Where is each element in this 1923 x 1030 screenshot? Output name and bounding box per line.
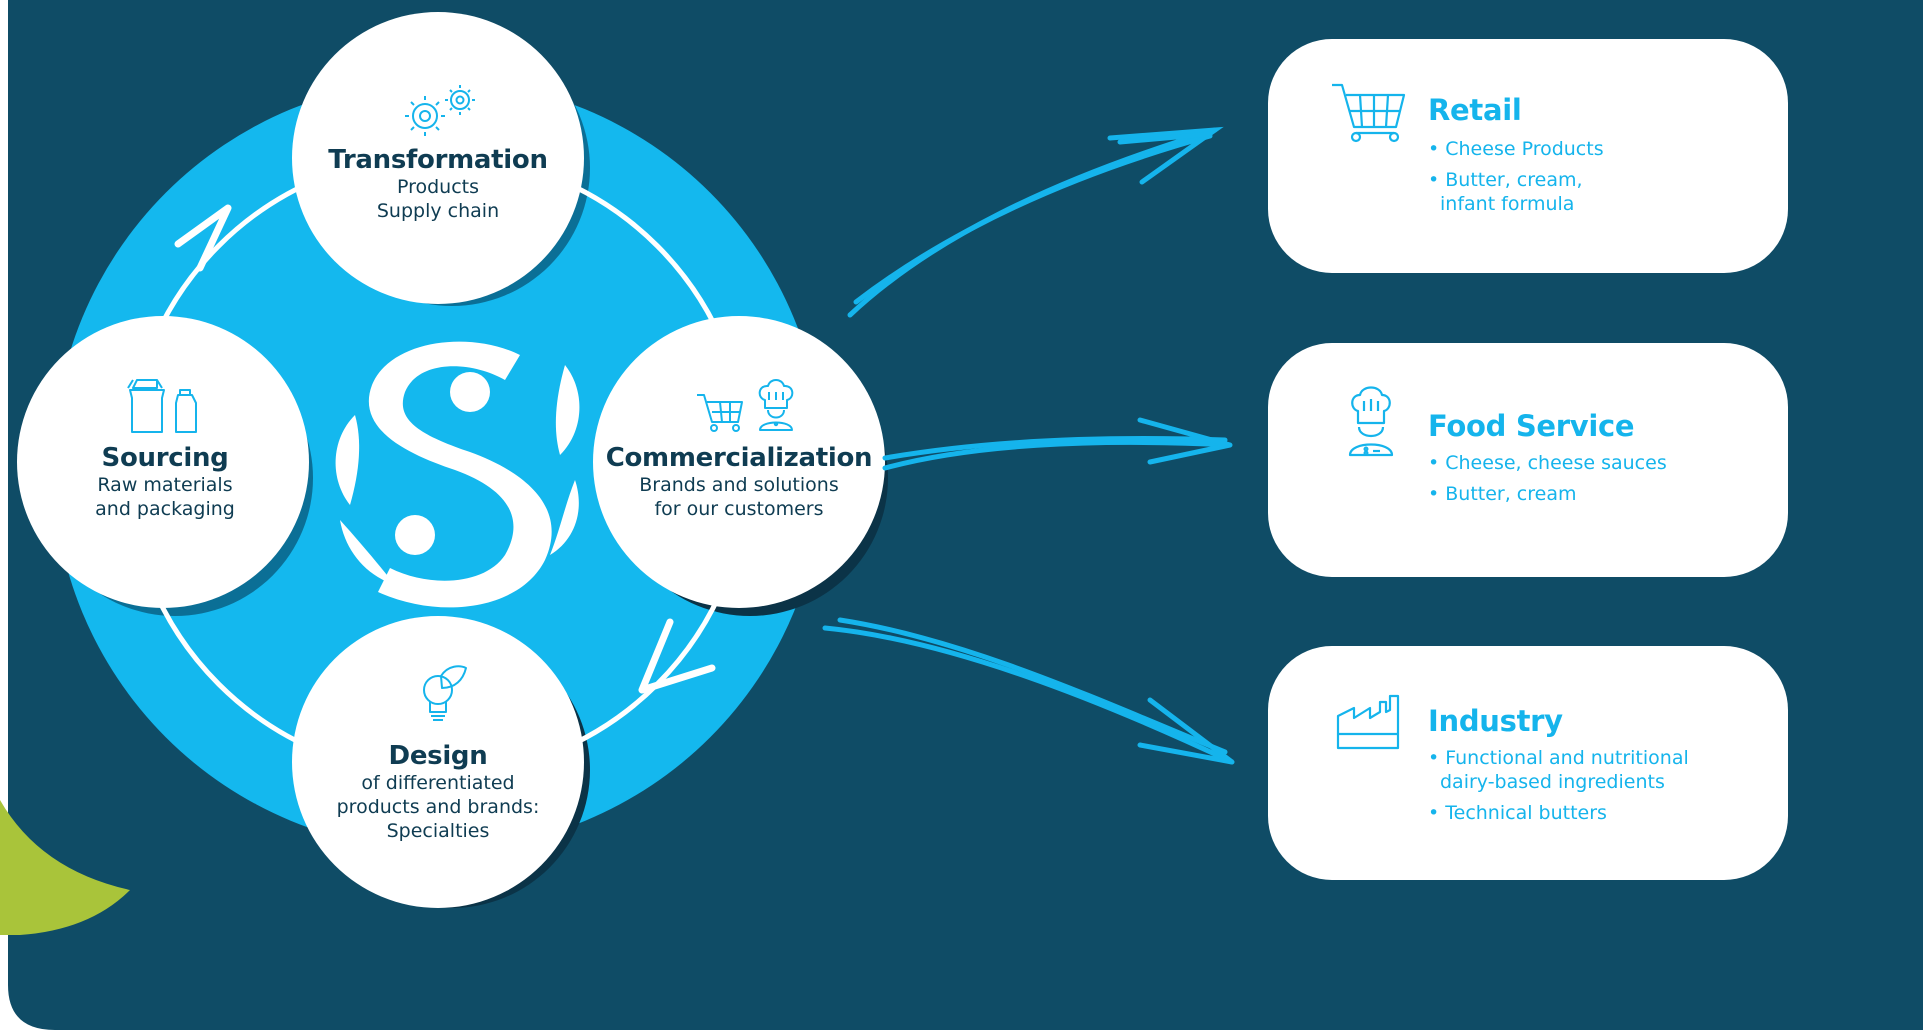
- chef-icon: [1348, 386, 1394, 457]
- sourcing-line-1: Raw materials: [97, 474, 233, 496]
- sourcing-node: Sourcing Raw materials and packaging: [35, 443, 295, 521]
- market-card-industry: Industry Functional and nutritional dair…: [1268, 646, 1788, 880]
- arrow-to-industry: [822, 617, 1235, 765]
- milk-cartons-icon: [127, 379, 197, 433]
- industry-title: Industry: [1428, 704, 1563, 738]
- food-service-title: Food Service: [1428, 409, 1635, 443]
- design-circle: [292, 616, 584, 908]
- cycle-background-circle: [53, 80, 823, 850]
- design-line-1: of differentiated: [361, 772, 515, 794]
- gears-icon: [405, 85, 475, 136]
- food-service-item: Cheese, cheese sauces: [1428, 451, 1668, 475]
- retail-title: Retail: [1428, 93, 1522, 127]
- leaf-shape: [0, 800, 130, 935]
- commercialization-title: Commercialization: [605, 443, 873, 473]
- transformation-title: Transformation: [328, 145, 548, 175]
- design-line-3: Specialties: [386, 820, 490, 842]
- sourcing-title: Sourcing: [101, 443, 229, 473]
- retail-item: Butter, cream, infant formula: [1428, 168, 1628, 216]
- factory-icon: [1336, 694, 1400, 750]
- cart-and-chef-icon: [697, 379, 794, 432]
- retail-item: Cheese Products: [1428, 137, 1628, 161]
- commercialization-node: Commercialization Brands and solutions f…: [601, 443, 877, 521]
- lightbulb-leaf-icon: [423, 665, 467, 721]
- commercialization-circle: [593, 316, 885, 608]
- transformation-line-1: Products: [396, 176, 480, 198]
- transformation-circle: [292, 12, 584, 304]
- design-title: Design: [388, 741, 488, 771]
- transformation-node: Transformation Products Supply chain: [308, 145, 568, 223]
- market-card-food-service: Food Service Cheese, cheese sauces Butte…: [1268, 343, 1788, 577]
- market-card-retail: Retail Cheese Products Butter, cream, in…: [1268, 39, 1788, 273]
- arrow-to-food-service: [882, 417, 1233, 471]
- design-node: Design of differentiated products and br…: [308, 741, 568, 843]
- shopping-cart-icon: [1332, 83, 1406, 143]
- industry-item: Technical butters: [1428, 801, 1698, 825]
- design-line-2: products and brands:: [336, 796, 540, 818]
- arrow-to-retail: [847, 126, 1224, 318]
- transformation-line-2: Supply chain: [376, 200, 500, 222]
- industry-item: Functional and nutritional dairy-based i…: [1428, 746, 1698, 794]
- commercialization-line-2: for our customers: [654, 498, 824, 520]
- commercialization-line-1: Brands and solutions: [639, 474, 839, 496]
- food-service-list: Cheese, cheese sauces Butter, cream: [1428, 451, 1668, 513]
- retail-list: Cheese Products Butter, cream, infant fo…: [1428, 137, 1628, 223]
- cycle-arrowhead-bottom: [638, 618, 716, 694]
- industry-list: Functional and nutritional dairy-based i…: [1428, 746, 1698, 832]
- sourcing-line-2: and packaging: [95, 498, 235, 520]
- sourcing-circle: [17, 316, 309, 608]
- food-service-item: Butter, cream: [1428, 482, 1668, 506]
- brand-logo: [335, 341, 580, 608]
- cycle-arrowhead-top: [174, 204, 232, 272]
